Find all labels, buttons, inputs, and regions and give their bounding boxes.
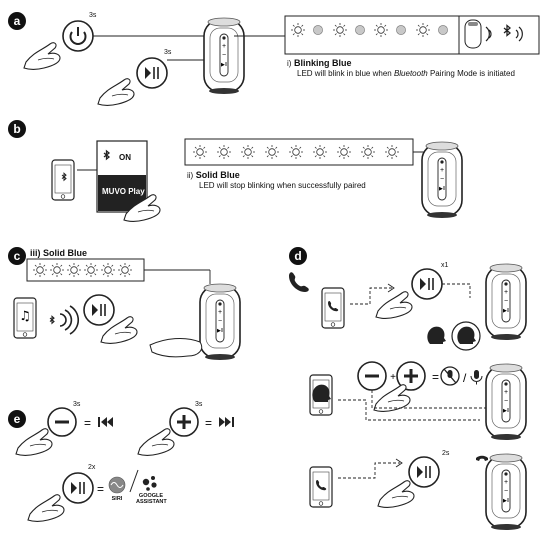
hand-double-press-icon [27, 494, 65, 523]
slash-separator-d2: / [463, 371, 467, 385]
bluetooth-c-icon [49, 315, 55, 325]
caption-a-title: i) Blinking Blue [287, 58, 351, 68]
caption-b-body: LED will stop blinking when successfully… [199, 181, 366, 190]
bluetooth-on-label: ON [119, 153, 131, 162]
end-call-hold-duration: 2s [442, 450, 450, 457]
press-count-label: x1 [441, 262, 449, 269]
section-e-badge: e [8, 410, 26, 428]
bluetooth-toggle-icon [103, 149, 111, 161]
google-assistant-icon [142, 476, 157, 491]
speaker-d2-icon [485, 363, 527, 441]
power-button-icon [62, 20, 94, 52]
caption-a-em: Bluetooth [393, 69, 428, 78]
muvo-play-app-button: MUVO Play [102, 187, 145, 196]
play-pause-button-icon [136, 57, 168, 89]
equals-symbol-e1: = [84, 416, 91, 430]
bluetooth-phone-icon [61, 172, 67, 182]
led-off-icon [438, 25, 448, 35]
caption-c-title-text: Solid Blue [43, 248, 88, 258]
siri-label: SIRI [111, 496, 123, 502]
hand-press-play-icon [97, 78, 135, 107]
volume-down-d2-button-icon [356, 360, 388, 392]
hand-press-plus-icon [137, 428, 175, 457]
caption-b-title: ii) Solid Blue [187, 170, 240, 180]
speaker-a-icon [203, 17, 245, 95]
led-off-icon [313, 25, 323, 35]
volume-down-e-button-icon [46, 406, 78, 438]
equals-symbol-d2: = [432, 370, 439, 384]
call-flow-line-1 [350, 287, 392, 305]
incoming-call-icon [328, 300, 339, 312]
vol-flow-line [338, 399, 480, 421]
mic-unmute-stand [470, 375, 483, 385]
caption-a-pre: LED will blink in blue when [297, 69, 394, 78]
phone-b-icon [51, 159, 75, 201]
call-flow-line-2 [442, 283, 471, 298]
speaker-c-icon [199, 283, 241, 361]
section-b [51, 138, 463, 223]
play-pause-e-button-icon [62, 472, 94, 504]
end-call-flow-line [338, 462, 400, 479]
section-d-badge: d [289, 247, 307, 265]
mic-mute-body [447, 370, 453, 378]
vol-flow-line-2 [371, 390, 488, 409]
play-pause-d3-button-icon [408, 456, 440, 488]
next-track-icon [219, 417, 234, 427]
led-off-icon [396, 25, 406, 35]
caption-a-post: Pairing Mode is initiated [427, 69, 515, 78]
speaker-bluetooth-pairing-icon [464, 19, 523, 49]
caption-c-title: iii) Solid Blue [30, 248, 87, 258]
speaker-d1-icon [485, 263, 527, 341]
caption-a-body: LED will blink in blue when Bluetooth Pa… [297, 69, 515, 78]
section-d: + = / [289, 263, 527, 531]
volume-up-e-button-icon [168, 406, 200, 438]
music-note-icon: ♫ [19, 309, 31, 324]
caption-a-title-text: Blinking Blue [293, 58, 352, 68]
section-c-badge: c [8, 247, 26, 265]
led-blink-sequence [290, 22, 448, 38]
siri-wave-icon [110, 482, 124, 488]
mic-unmute-icon [474, 370, 479, 379]
caption-c-index: iii) [30, 248, 41, 258]
end-call-flow-arrow [395, 458, 403, 468]
phone-call-icon [289, 272, 309, 292]
led-blink-panel [284, 15, 540, 55]
minus-hold-duration: 3s [73, 401, 81, 408]
hand-press-minus-icon [15, 428, 53, 457]
previous-track-icon [98, 417, 113, 427]
slash-separator-e [129, 469, 139, 493]
equals-symbol-e2: = [205, 416, 212, 430]
caption-b-title-text: Solid Blue [195, 170, 240, 180]
caption-b-index: ii) [187, 171, 194, 180]
play-pause-c-button-icon [83, 294, 115, 326]
active-call-icon [316, 479, 327, 491]
plus-hold-duration: 3s [195, 401, 203, 408]
person-talking-icon [427, 326, 446, 344]
section-a-badge: a [8, 12, 26, 30]
section-a [23, 15, 540, 107]
hand-press-play-d3-icon [377, 480, 415, 509]
play-hold-duration: 3s [164, 49, 172, 56]
power-hold-duration: 3s [89, 12, 97, 19]
google-assistant-label: GOOGLE ASSISTANT [136, 493, 167, 505]
speaker-b-icon [421, 141, 463, 219]
call-flow-arrow-1 [387, 283, 395, 293]
led-off-icon [355, 25, 365, 35]
section-e: = = = [15, 406, 234, 523]
hand-press-power-icon [23, 42, 61, 71]
caption-a-index: i) [287, 59, 292, 68]
audio-waves-icon [59, 305, 79, 335]
hand-press-play-d1-icon [375, 291, 413, 320]
double-press-label: 2x [88, 464, 96, 471]
mic-mute-slash [443, 368, 457, 384]
hand-holding-speaker-icon [149, 337, 203, 358]
play-pause-d1-button-icon [411, 268, 443, 300]
section-c: ♫ [13, 258, 241, 361]
speaker-d3-icon [485, 453, 527, 531]
section-b-badge: b [8, 120, 26, 138]
hang-up-icon [476, 455, 488, 461]
equals-symbol-e3: = [97, 482, 104, 496]
plus-combine-symbol: + [390, 372, 396, 383]
